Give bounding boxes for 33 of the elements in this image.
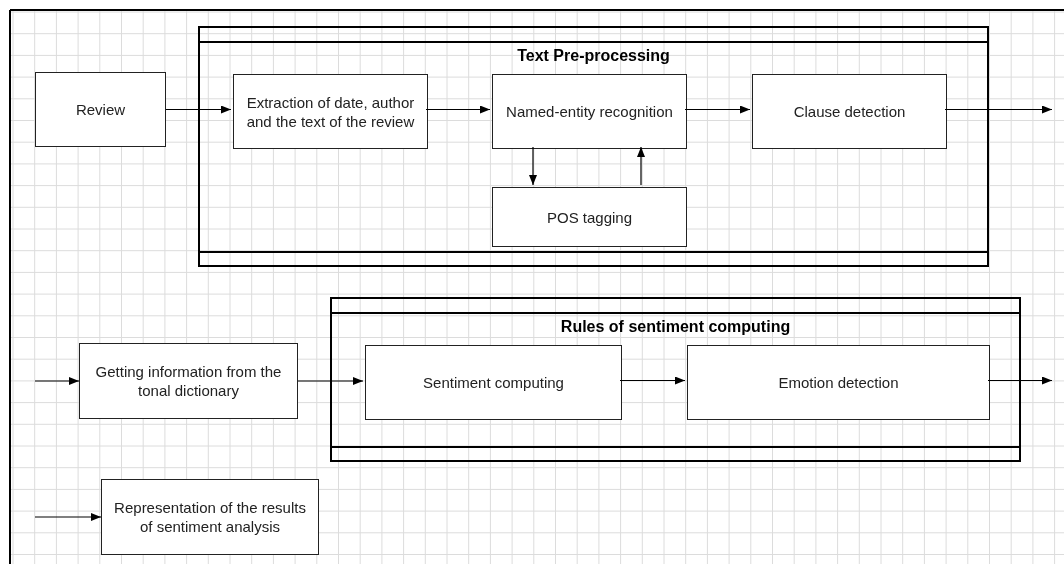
arrow	[637, 146, 645, 186]
box-label: Clause detection	[793, 102, 906, 121]
process-box	[752, 74, 947, 149]
process-box	[687, 345, 990, 420]
box-label: Extraction of date, author and the text of the review	[245, 92, 416, 131]
arrow	[684, 105, 751, 114]
process-box	[365, 345, 622, 420]
arrow	[34, 377, 80, 385]
group-container	[330, 297, 1021, 462]
process-box	[233, 74, 428, 149]
arrow	[619, 376, 686, 385]
box-label: Review	[75, 100, 126, 119]
arrow	[944, 105, 1053, 114]
process-box	[101, 479, 319, 555]
process-box	[492, 187, 687, 247]
arrow	[425, 105, 491, 114]
process-box	[35, 72, 166, 147]
arrow	[987, 376, 1053, 385]
box-label: Representation of the results of sentiment analysis	[113, 498, 307, 536]
group-title: Text Pre-processing	[517, 46, 670, 66]
box-label: POS tagging	[546, 207, 633, 227]
box-label: Named-entity recognition	[506, 102, 673, 121]
arrow	[34, 513, 102, 521]
group-container	[198, 26, 989, 267]
box-label: Getting information from the tonal dictionary	[94, 362, 283, 400]
box-label: Sentiment computing	[423, 373, 564, 392]
arrow	[165, 105, 232, 114]
arrow	[297, 377, 364, 385]
process-box	[79, 343, 298, 419]
box-label: Emotion detection	[778, 373, 899, 392]
arrow	[529, 146, 537, 186]
process-box	[492, 74, 687, 149]
group-title: Rules of sentiment computing	[560, 317, 791, 337]
